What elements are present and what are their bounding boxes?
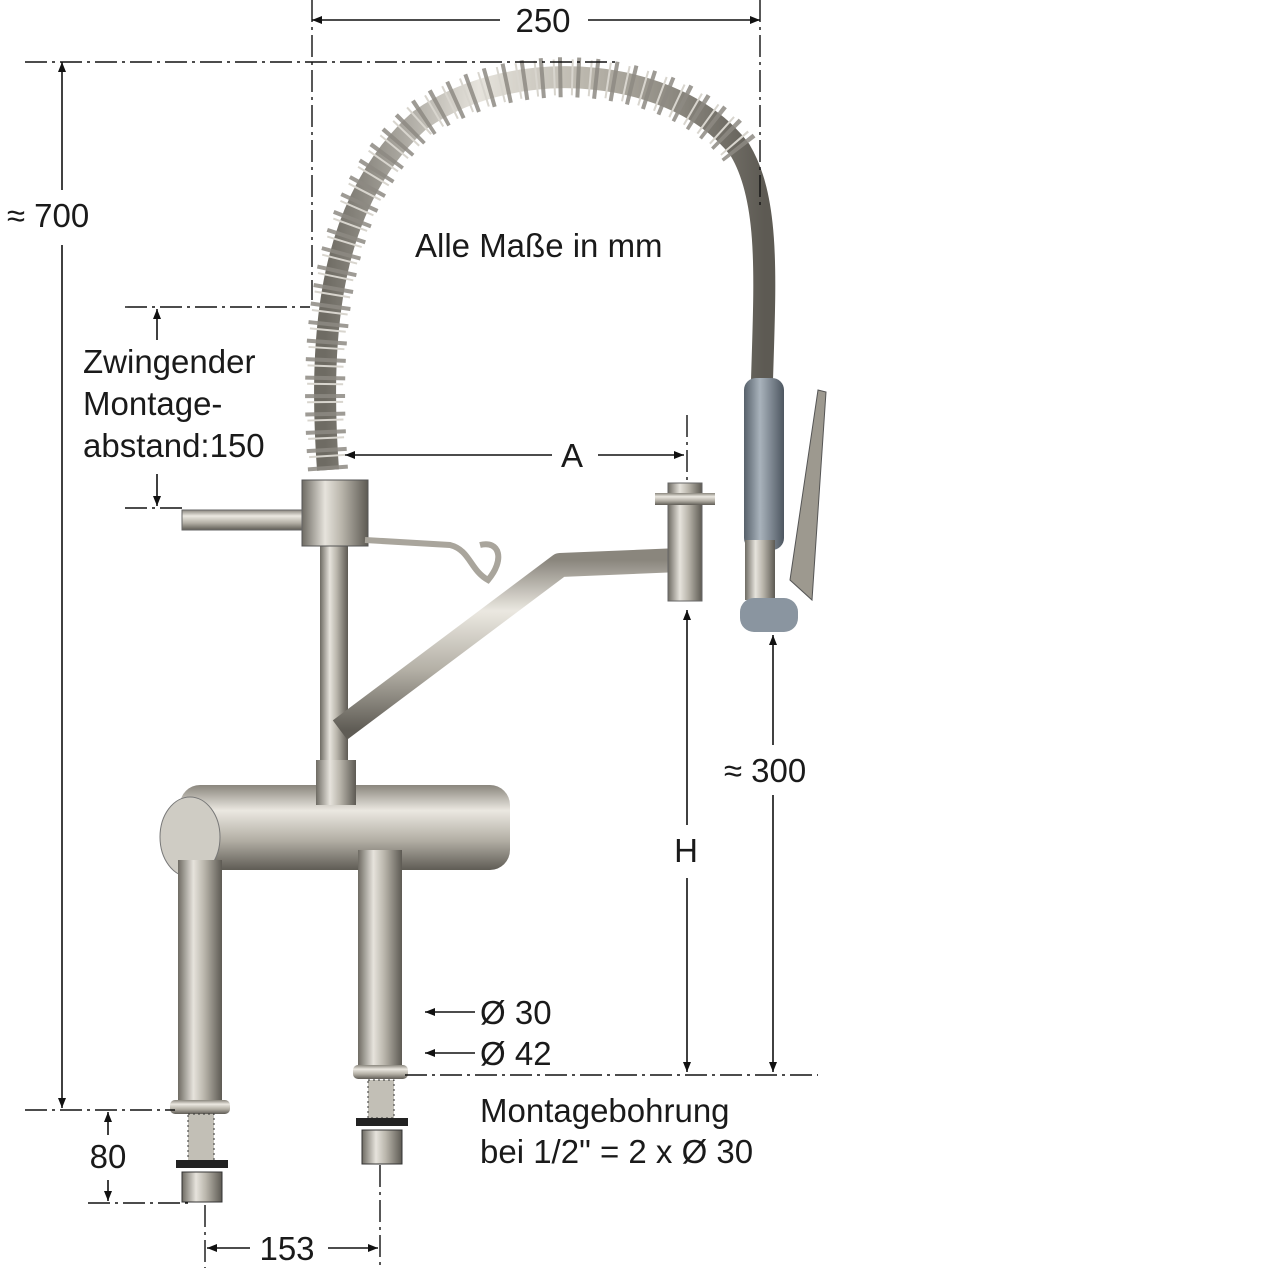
connection-length-label: 80 xyxy=(90,1138,127,1175)
collar xyxy=(301,479,369,547)
right-leg xyxy=(358,850,402,1070)
swivel-spout xyxy=(332,548,681,740)
mounting-line-1: Montagebohrung xyxy=(480,1092,730,1129)
height-label: ≈ 700 xyxy=(7,197,89,234)
units-note: Alle Maße in mm xyxy=(415,227,663,264)
wall-bracket xyxy=(181,509,303,531)
spacing-label-line-2: Montage- xyxy=(83,385,222,422)
left-leg xyxy=(178,860,222,1110)
spray-lever xyxy=(789,389,827,602)
spout-height-label: H xyxy=(674,832,698,869)
spacing-label-line-1: Zwingender xyxy=(83,343,255,380)
spray-grip xyxy=(744,378,784,550)
spray-height-label: ≈ 300 xyxy=(724,752,806,789)
width-label: 250 xyxy=(515,2,570,39)
hook-arm xyxy=(364,537,502,584)
mixer-body xyxy=(180,785,510,870)
reach-label: A xyxy=(561,437,583,474)
faucet-illustration xyxy=(159,57,827,1203)
spring-coil xyxy=(305,57,756,472)
diameter-small-label: Ø 30 xyxy=(480,994,552,1031)
dimension-lines xyxy=(25,0,818,1268)
spacing-label-line-3: abstand:150 xyxy=(83,427,265,464)
spray-head xyxy=(740,598,798,632)
diameter-large-label: Ø 42 xyxy=(480,1035,552,1072)
left-connector xyxy=(187,1113,215,1163)
right-connector xyxy=(367,1079,395,1119)
leg-spacing-label: 153 xyxy=(259,1230,314,1267)
mounting-line-2: bei 1/2" = 2 x Ø 30 xyxy=(480,1133,753,1170)
